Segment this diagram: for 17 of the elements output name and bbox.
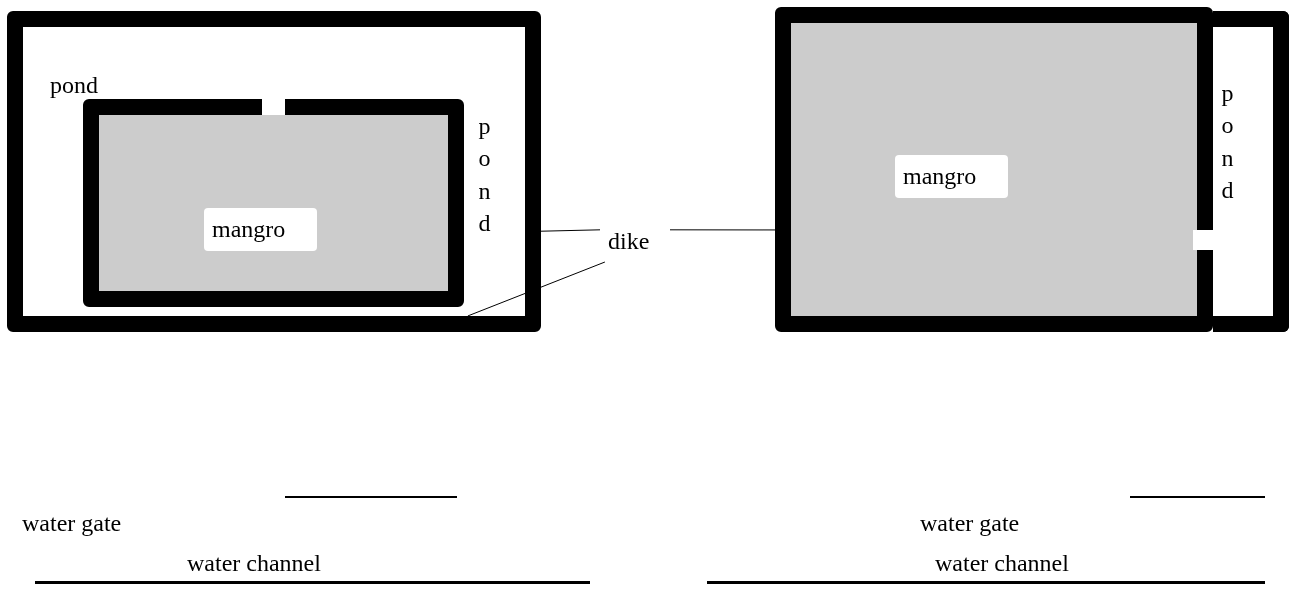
leader-line: [467, 261, 606, 317]
node-label: pond: [478, 112, 491, 239]
pond-strip-box: [1213, 11, 1289, 332]
legend-label: water channel: [935, 549, 1069, 578]
node-label: pond: [50, 71, 98, 100]
leader-line: [540, 229, 601, 232]
node-label: mangro: [895, 155, 1009, 199]
node-label: dike: [608, 227, 650, 256]
legend-label: water channel: [187, 549, 321, 578]
pond-area-box: [7, 11, 541, 332]
mangrove-area-box: [83, 99, 464, 307]
node-label: pond: [1221, 79, 1234, 206]
legend-label: water gate: [22, 509, 122, 538]
node-label: mangro: [204, 208, 318, 252]
legend-label: water gate: [920, 509, 1020, 538]
mangrove-area-box: [775, 7, 1213, 332]
leader-line: [669, 229, 776, 231]
